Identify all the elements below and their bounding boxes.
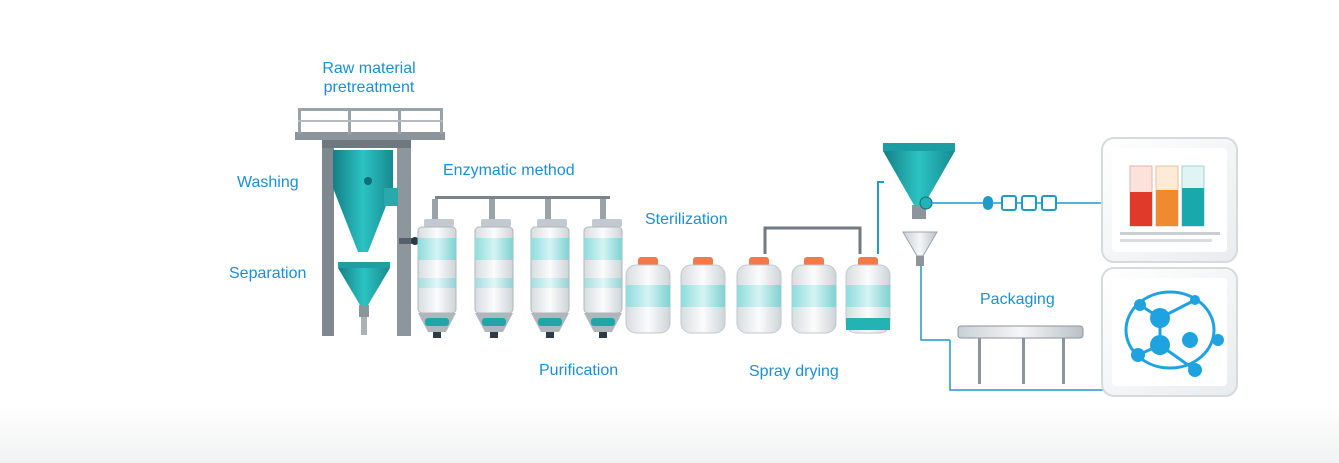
floor-shadow xyxy=(0,405,1339,463)
label-raw-material-line1: Raw material xyxy=(322,60,416,77)
molecule-card xyxy=(1101,267,1238,397)
test-tubes-card xyxy=(1101,137,1238,263)
label-packaging: Packaging xyxy=(980,291,1055,308)
hopper-and-packaging xyxy=(877,143,1104,391)
label-enzymatic-method: Enzymatic method xyxy=(443,162,575,179)
bottle-row xyxy=(625,226,891,334)
label-raw-material-line2: pretreatment xyxy=(323,79,415,96)
label-sterilization: Sterilization xyxy=(645,211,728,228)
label-spray-drying: Spray drying xyxy=(749,363,839,380)
fermenter-tanks xyxy=(417,196,623,338)
pretreatment-station xyxy=(295,108,445,336)
label-separation: Separation xyxy=(229,265,307,282)
label-raw-material: Raw material pretreatment xyxy=(314,59,424,97)
label-washing: Washing xyxy=(237,174,299,191)
label-purification: Purification xyxy=(539,362,619,379)
